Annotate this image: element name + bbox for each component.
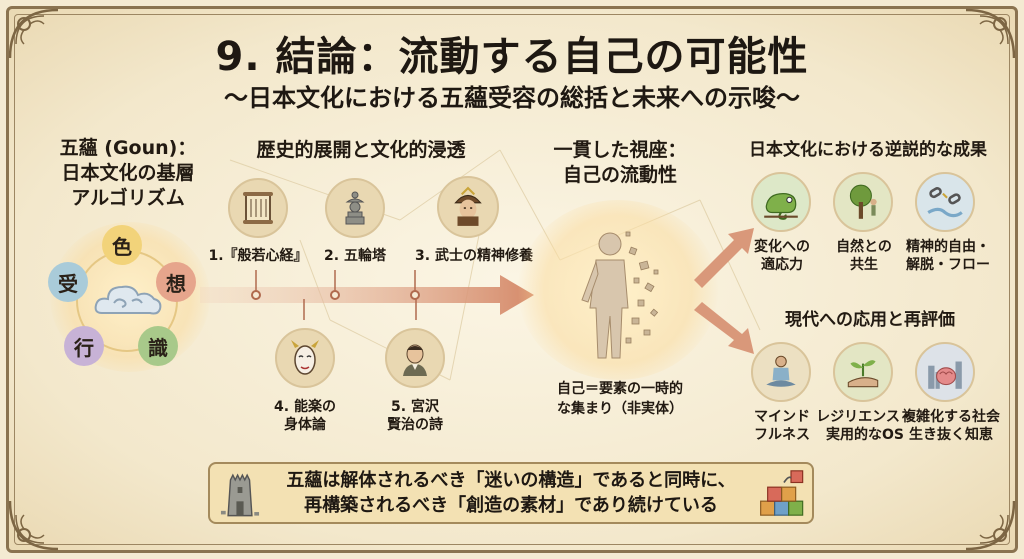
- center-caption-line1: 自己＝要素の一時的: [557, 381, 683, 397]
- corner-ornament-icon: [4, 495, 64, 555]
- paradox-item-3-label-2: 解脱・フロー: [906, 257, 990, 273]
- building-blocks-icon: [756, 466, 812, 520]
- center-heading-line2: 自己の流動性: [562, 164, 677, 186]
- skandha-rupa: 色: [102, 225, 142, 265]
- skandha-vijnana: 識: [138, 326, 178, 366]
- history-item-3-label: 3. 武士の精神修養: [415, 248, 533, 264]
- meditation-icon: [751, 342, 811, 402]
- conclusion-line1: 五蘊は解体されるべき「迷いの構造」であると同時に、: [286, 470, 736, 491]
- skandha-vedana: 受: [48, 262, 88, 302]
- poet-icon: [385, 328, 445, 388]
- modern-item-3-label-2: 生き抜く知恵: [909, 427, 993, 443]
- paradox-item-2-label-1: 自然との: [836, 239, 892, 255]
- page-title: 9. 結論：流動する自己の可能性: [215, 34, 809, 80]
- corner-ornament-icon: [960, 495, 1020, 555]
- pagoda-icon: [325, 178, 385, 238]
- paradox-heading: 日本文化における逆説的な成果: [749, 140, 987, 160]
- modern-item-3-label-1: 複雑化する社会: [902, 409, 1000, 425]
- paradox-item-3-label-1: 精神的自由・: [906, 239, 990, 255]
- cloud-icon: [92, 275, 164, 323]
- center-caption-line2: な集まり（非実体）: [557, 401, 683, 417]
- noh-mask-icon: [275, 328, 335, 388]
- page-subtitle: 〜日本文化における五蘊受容の総括と未来への示唆〜: [224, 84, 800, 112]
- dissolving-figure-icon: [568, 218, 668, 368]
- corner-ornament-icon: [960, 4, 1020, 64]
- modern-heading: 現代への応用と再評価: [785, 310, 955, 330]
- modern-item-2-label-2: 実用的なOS: [826, 427, 904, 443]
- goun-heading-line3: アルゴリズム: [71, 187, 185, 209]
- paradox-item-1-label-1: 変化への: [754, 239, 810, 255]
- ruined-tower-icon: [216, 468, 264, 518]
- history-item-2-label: 2. 五輪塔: [324, 248, 386, 264]
- conclusion-box: [208, 462, 814, 524]
- scroll-icon: [228, 178, 288, 238]
- sprout-icon: [833, 342, 893, 402]
- corner-ornament-icon: [4, 4, 64, 64]
- history-item-4-label-2: 身体論: [284, 417, 326, 433]
- center-heading-line1: 一貫した視座：: [553, 139, 687, 161]
- goun-heading-line1: 五蘊 (Goun)：: [59, 137, 197, 159]
- brain-city-icon: [915, 342, 975, 402]
- history-item-5-label-1: 5. 宮沢: [391, 399, 439, 415]
- goun-heading-line2: 日本文化の基層: [61, 162, 195, 184]
- history-item-4-label-1: 4. 能楽の: [274, 399, 336, 415]
- tree-icon: [833, 172, 893, 232]
- samurai-icon: [437, 176, 499, 238]
- modern-item-1-label-1: マインド: [754, 409, 810, 425]
- history-item-5-label-2: 賢治の詩: [387, 417, 443, 433]
- broken-chain-icon: [915, 172, 975, 232]
- skandha-samskara: 行: [64, 326, 104, 366]
- history-item-1-label: 1.『般若心経』: [208, 248, 308, 264]
- timeline-arrow: [200, 270, 534, 320]
- skandha-samjna: 想: [156, 262, 196, 302]
- paradox-item-2-label-2: 共生: [850, 257, 878, 273]
- modern-item-2-label-1: レジリエンス・: [816, 409, 914, 425]
- history-heading: 歴史的展開と文化的浸透: [256, 139, 466, 161]
- modern-item-1-label-2: フルネス: [754, 427, 810, 443]
- branch-arrows: [694, 228, 754, 354]
- chameleon-icon: [751, 172, 811, 232]
- conclusion-line2: 再構築されるべき「創造の素材」であり続けている: [304, 495, 718, 516]
- paradox-item-1-label-2: 適応力: [761, 257, 803, 273]
- conclusion-text: 五蘊は解体されるべき「迷いの構造」であると同時に、 再構築されるべき「創造の素材…: [276, 468, 746, 518]
